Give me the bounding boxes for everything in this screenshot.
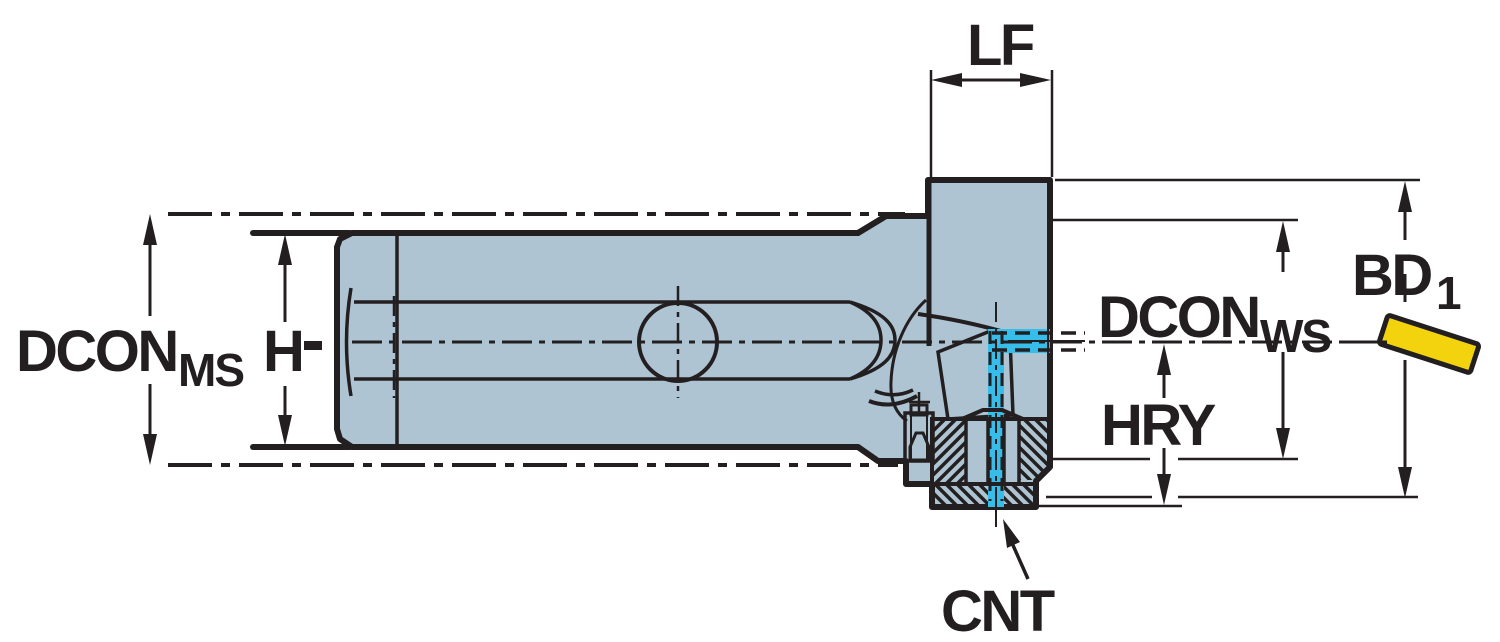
shank-end-arc: [344, 287, 353, 397]
bd1-arrow-up: [1398, 181, 1412, 212]
h-arrow-down: [278, 415, 292, 446]
dimension-bd1: BD 1: [1046, 178, 1463, 499]
section-break-curve: [889, 298, 928, 423]
clamp-dome: [961, 408, 1024, 421]
clamp-wall-right-hatched: [1019, 421, 1048, 480]
clamp-wall-left-hatched: [934, 421, 966, 483]
dimension-h: H: [250, 230, 353, 450]
hry-label: HRY: [1101, 393, 1216, 458]
dcon-ms-label-sub: MS: [178, 344, 243, 396]
cnt-leader-arrowhead: [1003, 519, 1020, 548]
dcon-ws-arrow-up: [1276, 221, 1290, 252]
bd1-label: BD: [1352, 243, 1431, 308]
clamp-unit: [903, 392, 1048, 486]
clamp-cap-hatched: [934, 486, 1033, 505]
dimension-lf: LF: [929, 13, 1054, 177]
dimension-dcon-ws: DCON WS: [1050, 218, 1332, 461]
lf-arrow-left: [931, 73, 962, 87]
callout-cnt: CNT: [941, 519, 1057, 642]
side-screw-head: [909, 403, 929, 417]
h-leader-dash: [304, 341, 322, 350]
lf-arrow-right: [1020, 73, 1051, 87]
dcon-ws-label-sub: WS: [1260, 310, 1330, 362]
bd1-label-sub: 1: [1436, 267, 1461, 319]
cutting-insert: [1376, 313, 1482, 375]
h-label: H: [263, 319, 302, 384]
hry-arrow-up: [1157, 344, 1171, 375]
clamp-finger-arc-outer: [868, 394, 918, 407]
side-screw: [903, 392, 935, 463]
dcon-ms-arrow-down: [143, 434, 157, 465]
dcon-ms-arrow-up: [143, 214, 157, 245]
h-arrow-up: [278, 234, 292, 265]
section-wedge-hatched: [936, 330, 1015, 421]
clamp-finger-arc-inner: [874, 388, 914, 397]
bore-end-arc-inner: [849, 300, 883, 381]
dimension-hry: HRY: [1037, 344, 1218, 508]
insert-body: [1376, 313, 1482, 375]
hry-arrow-down: [1157, 474, 1171, 505]
cnt-label: CNT: [941, 579, 1055, 642]
dimension-dcon-ms: DCON MS: [16, 212, 905, 467]
dcon-ws-arrow-down: [1276, 428, 1290, 459]
bore-end-arc-outer: [849, 300, 897, 381]
dcon-ms-label: DCON: [16, 319, 177, 384]
cnt-leader-shaft: [1010, 542, 1030, 580]
side-screw-tip: [908, 431, 931, 462]
bd1-arrow-down: [1398, 467, 1412, 498]
dcon-ws-label: DCON: [1098, 285, 1259, 350]
lf-label: LF: [967, 13, 1034, 78]
section-details: [868, 298, 1048, 505]
